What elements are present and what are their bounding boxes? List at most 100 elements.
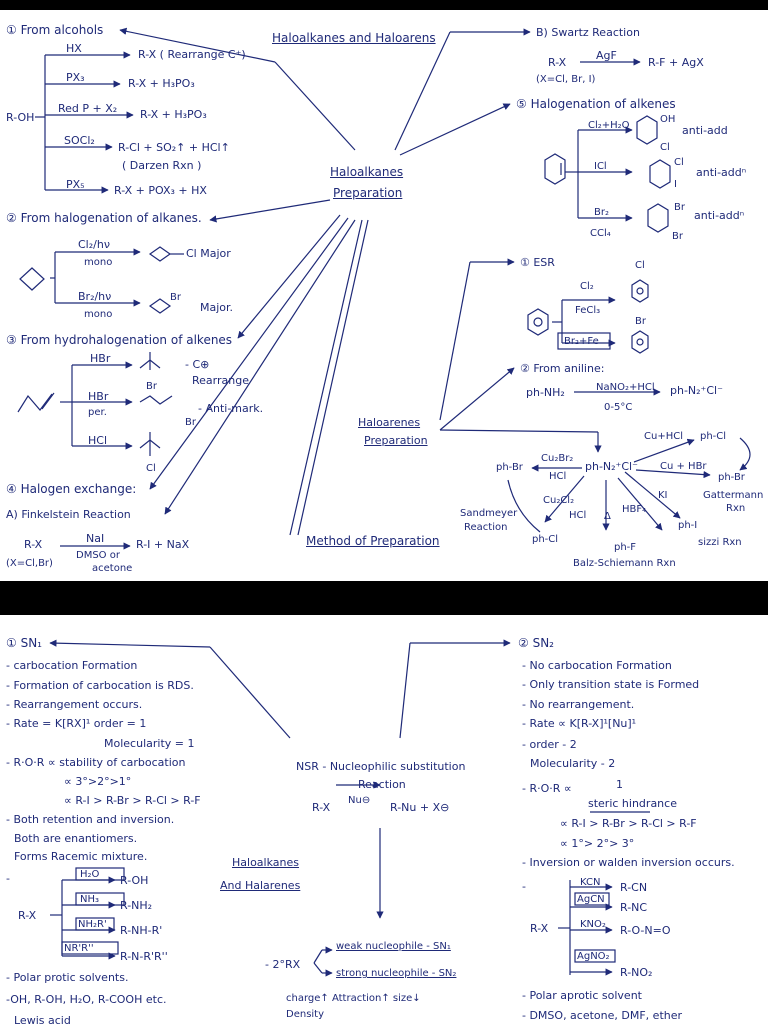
- note: - Anti-mark.: [198, 402, 264, 415]
- product: R-NH-R': [120, 924, 163, 937]
- reagent: HCl: [569, 510, 587, 521]
- strong-nucleophile: strong nucleophile - SN₂: [336, 968, 457, 979]
- nsr-eq-left: R-X: [312, 801, 331, 814]
- note: anti-addⁿ: [696, 166, 747, 179]
- reagent: NH₂R': [78, 919, 107, 930]
- reagent: AgNO₂: [577, 951, 610, 962]
- reagent: HCl: [549, 471, 567, 482]
- balz-label: Balz-Schiemann Rxn: [573, 558, 676, 569]
- oh-label: OH: [660, 114, 676, 125]
- reagent: ICl: [594, 161, 607, 172]
- note: anti-add: [682, 124, 728, 137]
- delta: Δ: [604, 511, 611, 522]
- finkelstein-heading: A) Finkelstein Reaction: [6, 508, 131, 521]
- diazonium-center: ph-N₂⁺Cl⁻: [585, 460, 638, 473]
- sn2-line: Molecularity - 2: [530, 757, 616, 770]
- nsr-title: NSR - Nucleophilic substitution: [296, 760, 466, 773]
- sn2-polar: - Polar aprotic solvent: [522, 989, 642, 1002]
- bromo-label: Br: [170, 292, 181, 303]
- sn2-dash: -: [522, 880, 526, 893]
- sn1-line: - R·O·R ∝ stability of carbocation: [6, 756, 186, 769]
- sn1-line: - Both retention and inversion.: [6, 813, 175, 826]
- reagent: KI: [658, 490, 668, 501]
- sn1-polar: - Polar protic solvents.: [6, 971, 129, 984]
- density-note: Density: [286, 1009, 325, 1020]
- reagent: Cu + HBr: [660, 461, 707, 472]
- chloro-label: Cl: [146, 463, 156, 474]
- solvent: CCl₄: [590, 228, 611, 239]
- product: ph-Cl: [700, 431, 727, 442]
- br-label: Br: [674, 202, 685, 213]
- esr-heading: ① ESR: [520, 256, 555, 269]
- reagent: Cl₂: [580, 281, 594, 292]
- swartz-heading: B) Swartz Reaction: [536, 26, 640, 39]
- sn2-line: - Rate ∝ K[R-X]¹[Nu]¹: [522, 717, 637, 730]
- product: Cl Major: [186, 247, 231, 260]
- r-oh-label: R-OH: [6, 111, 35, 124]
- condition: (X=Cl,Br): [6, 558, 53, 569]
- product: ph-Br: [496, 462, 523, 473]
- halogen-exchange-heading: ④ Halogen exchange:: [6, 482, 137, 496]
- reagent: Cl₂/hν: [78, 238, 110, 251]
- haloarenes-prep-label-2: Preparation: [364, 434, 428, 447]
- sn2-line: ∝ R-I > R-Br > R-Cl > R-F: [560, 817, 697, 830]
- reagent: Br₂+Fe: [564, 336, 599, 347]
- alcohol-reagent: Red P + X₂: [58, 102, 118, 115]
- product: ph-Cl: [532, 534, 559, 545]
- product: ph-Br: [718, 472, 745, 483]
- sn1-heading: ① SN₁: [6, 636, 42, 650]
- nsr-eq-right: R-Nu + X⊖: [390, 801, 450, 814]
- sandmeyer-label: Sandmeyer: [460, 508, 518, 519]
- alcohol-product: R-X + H₃PO₃: [128, 77, 195, 90]
- bromo-label: Br: [146, 381, 157, 392]
- alkenes-heading: ⑤ Halogenation of alkenes: [516, 97, 676, 111]
- reagent: KNO₂: [580, 919, 606, 930]
- product: R-I + NaX: [136, 538, 190, 551]
- alcohol-product: R-X + POX₃ + HX: [114, 184, 207, 197]
- sizzi-label: sizzi Rxn: [698, 537, 742, 548]
- sn1-rx: R-X: [18, 909, 37, 922]
- product: R-CN: [620, 881, 648, 894]
- product: R-NC: [620, 901, 648, 914]
- product: ph-N₂⁺Cl⁻: [670, 384, 723, 397]
- sn2-line: - Only transition state is Formed: [522, 678, 700, 691]
- reagent: HBF₄: [622, 504, 647, 515]
- haloalkanes-prep-label: Haloalkanes: [330, 165, 404, 179]
- sn2-line: ∝ 1°> 2°> 3°: [560, 837, 635, 850]
- charge-note: charge↑ Attraction↑ size↓: [286, 993, 421, 1004]
- sn2-solvents: - DMSO, acetone, DMF, ether: [522, 1009, 683, 1022]
- method-of-preparation: Method of Preparation: [306, 534, 440, 548]
- bottom-title: Haloalkanes: [232, 856, 299, 869]
- sn1-line: ∝ R-I > R-Br > R-Cl > R-F: [64, 794, 201, 807]
- cl-label: Cl: [674, 157, 684, 168]
- sn1-line: ∝ 3°>2°>1°: [64, 775, 132, 788]
- product: ph-F: [614, 542, 637, 553]
- reagent: Cu+HCl: [644, 431, 683, 442]
- br-label: Br: [635, 316, 646, 327]
- reagent: H₂O: [80, 869, 100, 880]
- product: R-F + AgX: [648, 56, 704, 69]
- product: R-OH: [120, 874, 149, 887]
- note: - C⊕: [185, 358, 210, 371]
- sn2-line: - Inversion or walden inversion occurs.: [522, 856, 735, 869]
- reagent: HBr: [88, 390, 109, 403]
- sn1-line: Molecularity = 1: [104, 737, 195, 750]
- condition: per.: [88, 407, 107, 418]
- reagent: KCN: [580, 877, 601, 888]
- reagent: Br₂/hν: [78, 290, 112, 303]
- cl-label: Cl: [660, 142, 670, 153]
- condition: 0-5°C: [604, 402, 633, 413]
- solvent: acetone: [92, 563, 133, 574]
- reagent: Cu₂Cl₂: [543, 495, 575, 506]
- bottom-title-2: And Halarenes: [220, 879, 301, 892]
- aniline-heading: ② From aniline:: [520, 362, 605, 375]
- product: Major.: [200, 301, 234, 314]
- haloarenes-prep-label: Haloarenes: [358, 416, 421, 429]
- nsr-eq-reagent: Nu⊖: [348, 795, 371, 806]
- reagent: Cl₂+H₂O: [588, 120, 630, 131]
- note: Rearrange: [192, 374, 249, 387]
- i-label: I: [674, 179, 677, 190]
- alcohol-reagent: PX₃: [66, 71, 85, 84]
- sn2-line: steric hindrance: [588, 797, 677, 810]
